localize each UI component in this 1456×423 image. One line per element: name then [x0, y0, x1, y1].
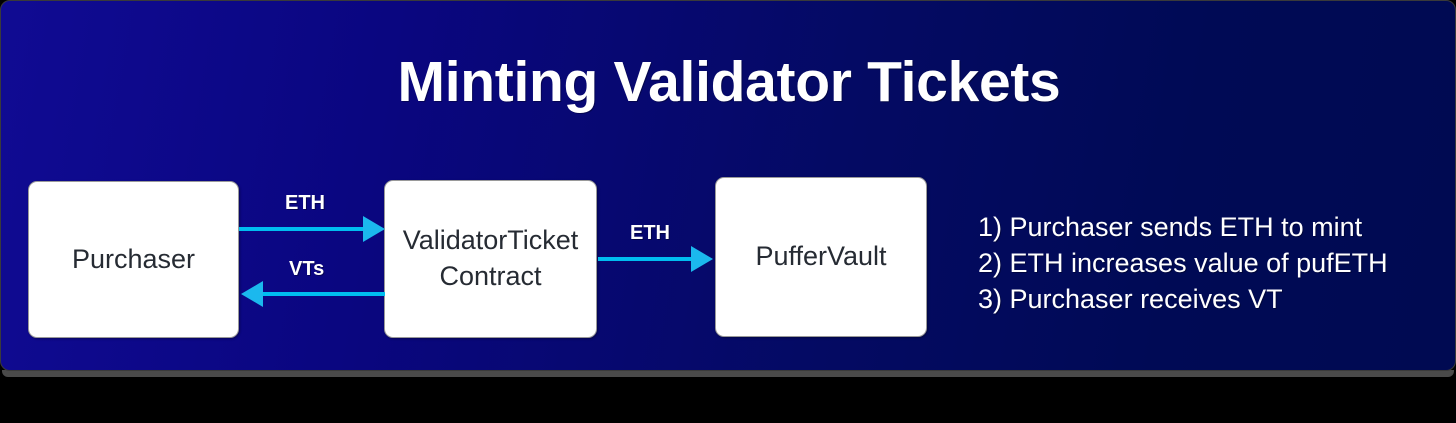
- slide-title: Minting Validator Tickets: [397, 50, 1061, 114]
- diagram-slide: Minting Validator Tickets Purchaser Vali…: [0, 0, 1456, 371]
- node-validatorticket-label-line2: Contract: [439, 261, 542, 291]
- steps-legend: 1) Purchaser sends ETH to mint 2) ETH in…: [978, 209, 1448, 317]
- node-purchaser[interactable]: Purchaser: [28, 181, 239, 338]
- node-validatorticket-contract[interactable]: ValidatorTicket Contract: [384, 180, 597, 338]
- node-purchaser-label: Purchaser: [71, 243, 196, 274]
- arrow-contract-to-vault-line: [598, 257, 694, 261]
- arrow-purchaser-to-contract-head-icon: [363, 216, 385, 242]
- arrow-contract-to-purchaser-label: VTs: [289, 258, 325, 280]
- slide-drop-shadow: [2, 370, 1454, 377]
- node-puffervault[interactable]: PufferVault: [715, 177, 927, 337]
- legend-step-2: 2) ETH increases value of pufETH: [978, 248, 1388, 278]
- legend-step-3: 3) Purchaser receives VT: [978, 284, 1283, 314]
- node-puffervault-label: PufferVault: [755, 241, 887, 272]
- node-validatorticket-label: ValidatorTicket Contract: [403, 223, 579, 294]
- arrow-contract-to-vault-head-icon: [691, 246, 713, 272]
- node-validatorticket-label-line1: ValidatorTicket: [402, 225, 579, 256]
- arrow-contract-to-vault-label: ETH: [630, 222, 670, 244]
- arrow-purchaser-to-contract-line: [239, 227, 367, 231]
- arrow-contract-to-purchaser-line: [263, 292, 385, 296]
- legend-step-1: 1) Purchaser sends ETH to mint: [978, 212, 1363, 242]
- arrow-contract-to-purchaser-head-icon: [241, 281, 263, 307]
- arrow-purchaser-to-contract-label: ETH: [285, 192, 325, 214]
